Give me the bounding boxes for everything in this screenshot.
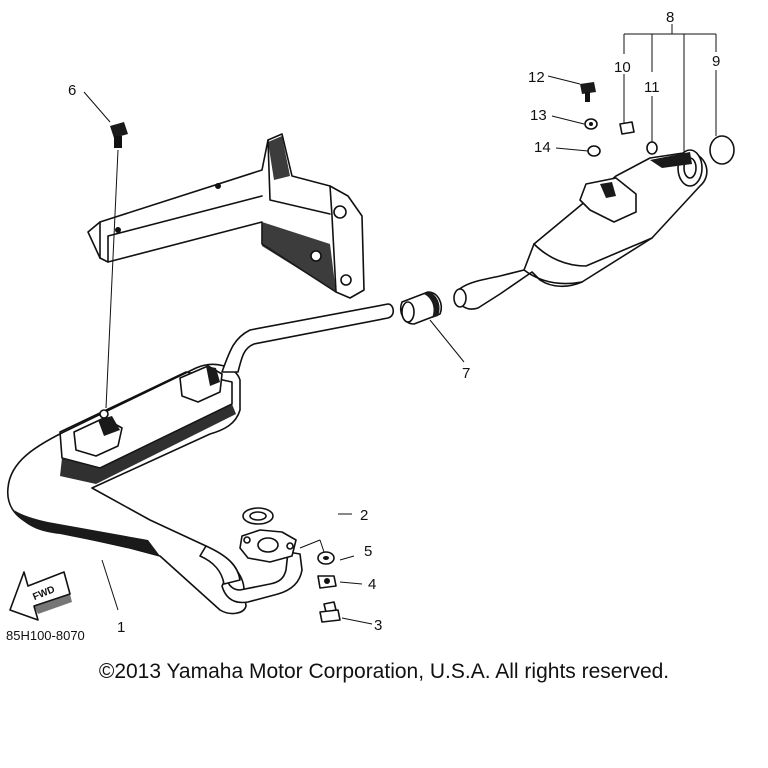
seal-ring-9 (709, 135, 735, 165)
callout-10: 10 (614, 59, 631, 76)
callout-4: 4 (368, 576, 376, 593)
callout-3: 3 (374, 617, 382, 634)
callout-12: 12 (528, 69, 545, 86)
fasteners-3-4-5 (299, 539, 341, 623)
expansion-chamber (7, 303, 395, 615)
callout-13: 13 (530, 107, 547, 124)
joint-7 (399, 291, 443, 325)
leader-lines (83, 24, 717, 625)
callout-6: 6 (68, 82, 76, 99)
silencer-8 (453, 135, 735, 310)
callout-5: 5 (364, 543, 372, 560)
callouts: 1 2 3 4 5 6 7 8 9 10 11 12 13 14 85H100-… (6, 9, 720, 643)
callout-7: 7 (462, 365, 470, 382)
hardware-10-14 (580, 82, 658, 157)
part-number: 85H100-8070 (6, 628, 85, 643)
callout-9: 9 (712, 53, 720, 70)
exhaust-flange (239, 507, 297, 563)
callout-11: 11 (644, 79, 660, 96)
copyright-notice: ©2013 Yamaha Motor Corporation, U.S.A. A… (98, 660, 670, 683)
fwd-arrow: FWD (9, 571, 72, 621)
callout-1: 1 (117, 619, 125, 636)
callout-8: 8 (666, 9, 674, 26)
bolt-6 (105, 122, 128, 409)
callout-14: 14 (534, 139, 551, 156)
frame-bracket (87, 133, 365, 299)
callout-2: 2 (360, 507, 368, 524)
